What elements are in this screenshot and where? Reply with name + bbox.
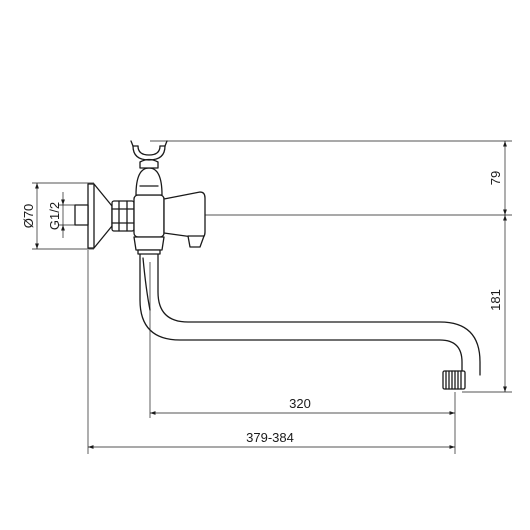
dim-label-flange-diameter: Ø70 [21, 204, 36, 229]
hex-nut [111, 200, 135, 232]
extension-lines [32, 140, 512, 454]
spout-highlight [142, 257, 151, 311]
spout-tube [139, 251, 481, 376]
lever-handle [163, 191, 206, 248]
dim-label-spout-width: 320 [289, 396, 311, 411]
valve-body [133, 194, 165, 255]
wall-flange [87, 183, 113, 249]
spout-outlet [442, 370, 466, 390]
dim-label-lower-height: 181 [488, 289, 503, 311]
hose-holder [130, 140, 168, 196]
faucet [74, 140, 481, 390]
dimension-labels: 79 181 Ø70 G1/2 320 379-384 [21, 171, 503, 445]
dim-label-thread-size: G1/2 [47, 202, 62, 230]
dim-label-upper-height: 79 [488, 171, 503, 185]
thread-connector [74, 204, 89, 226]
dim-label-total-width: 379-384 [246, 430, 294, 445]
dimension-lines [35, 141, 507, 449]
